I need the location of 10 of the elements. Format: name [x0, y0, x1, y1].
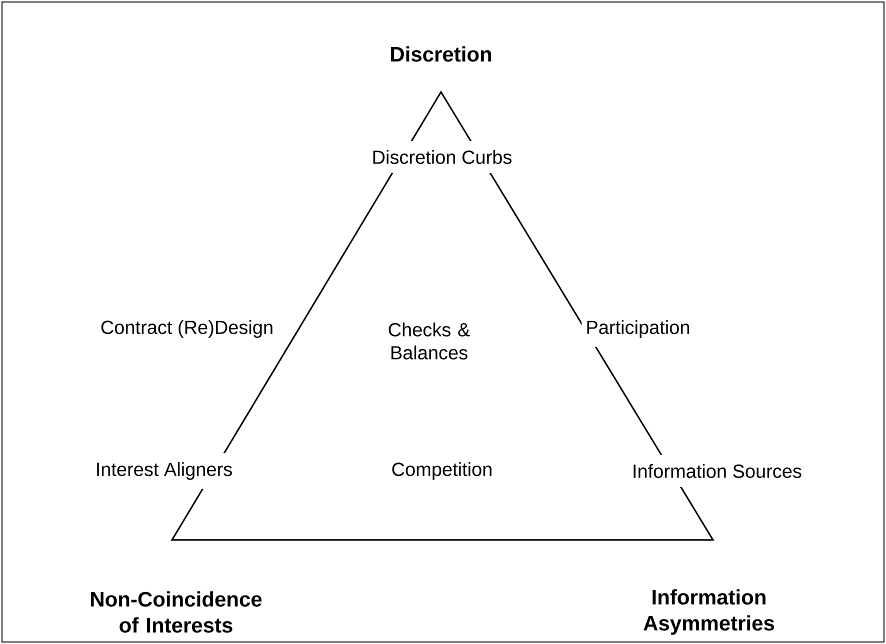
side-label: Interest Aligners: [91, 453, 237, 489]
side-label: Contract (Re)Design: [96, 311, 278, 347]
center-label: Competition: [387, 453, 497, 489]
vertex-label: Discretion: [391, 46, 492, 62]
side-label: Participation: [582, 311, 694, 347]
side-label: Information Sources: [628, 455, 806, 487]
center-label: Checks & Balances: [375, 314, 483, 368]
side-label: Discretion Curbs: [368, 141, 516, 173]
vertex-label: Non-Coincidence of Interests: [91, 591, 262, 633]
vertex-label: Information Asymmetries: [644, 589, 774, 635]
